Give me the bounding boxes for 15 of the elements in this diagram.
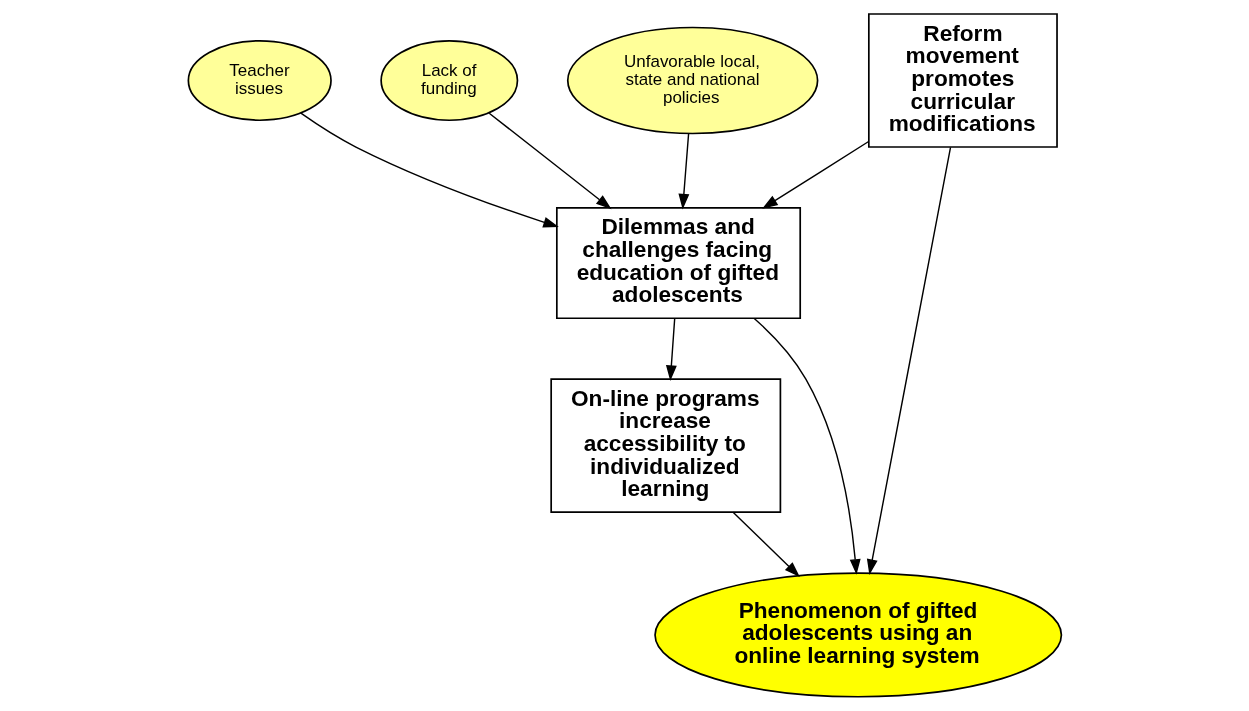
node-ellipse: Teacher issues xyxy=(187,39,332,122)
node-ellipse: Lack of funding xyxy=(379,39,518,122)
arrow xyxy=(753,317,861,575)
node-ellipse: Unfavorable local, state and national policies xyxy=(566,26,818,135)
arrow xyxy=(488,112,612,210)
arrow xyxy=(299,112,559,228)
arrow xyxy=(866,146,951,575)
arrow xyxy=(761,140,869,209)
node-box: On-line programs increase accessibility to individualized learning xyxy=(549,378,781,513)
node-box: Reform movement promotes curricular modifications xyxy=(867,13,1058,148)
arrow xyxy=(665,317,677,381)
node-ellipse: Phenomenon of gifted adolescents using an online learning system xyxy=(653,572,1062,698)
node-box: Dilemmas and challenges facing education of gifted adolescents xyxy=(555,207,801,320)
arrow xyxy=(677,133,689,210)
arrow xyxy=(731,511,800,577)
